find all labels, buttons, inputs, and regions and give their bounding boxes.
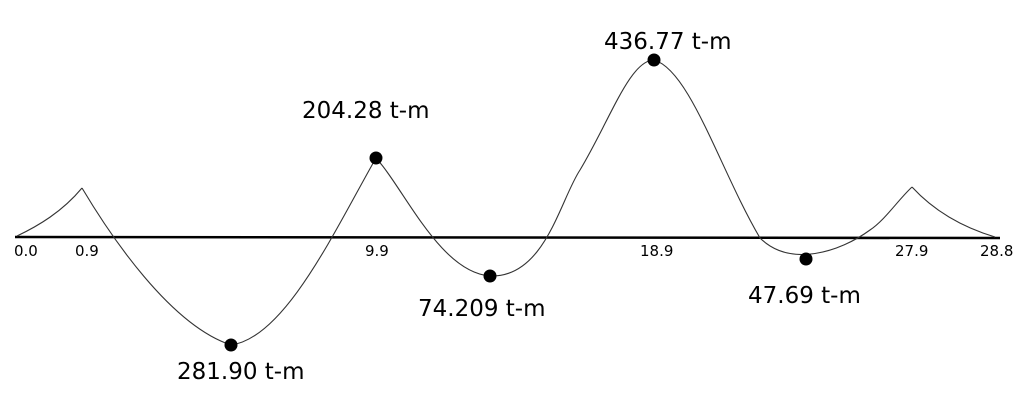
- moment-label-support-18-9: 436.77 t-m: [604, 29, 732, 55]
- max-moment-point-span-3: [799, 252, 813, 266]
- max-moment-point-span-2: [483, 269, 497, 283]
- moment-curve-left-cantilever: [16, 187, 83, 237]
- station-label-9-9: 9.9: [365, 242, 389, 260]
- moment-point-support-18-9: [647, 53, 661, 67]
- station-label-27-9: 27.9: [895, 242, 928, 260]
- station-label-0-0: 0.0: [14, 242, 38, 260]
- moment-point-support-9-9: [369, 151, 383, 165]
- moment-label-span-2: 74.209 t-m: [418, 296, 546, 322]
- moment-curve-right-cantilever: [911, 186, 996, 238]
- moment-curve-span-1: [81, 157, 377, 346]
- moment-label-span-1: 281.90 t-m: [177, 359, 305, 385]
- max-moment-point-span-1: [224, 338, 238, 352]
- station-label-18-9: 18.9: [640, 242, 673, 260]
- moment-label-span-3: 47.69 t-m: [748, 283, 861, 309]
- moment-label-support-9-9: 204.28 t-m: [302, 98, 430, 124]
- station-label-0-9: 0.9: [75, 242, 99, 260]
- station-label-28-8: 28.8: [980, 242, 1013, 260]
- moment-curve-span-2: [375, 59, 655, 277]
- beam-axis: [14, 235, 1001, 240]
- moment-curve-span-3: [653, 59, 913, 255]
